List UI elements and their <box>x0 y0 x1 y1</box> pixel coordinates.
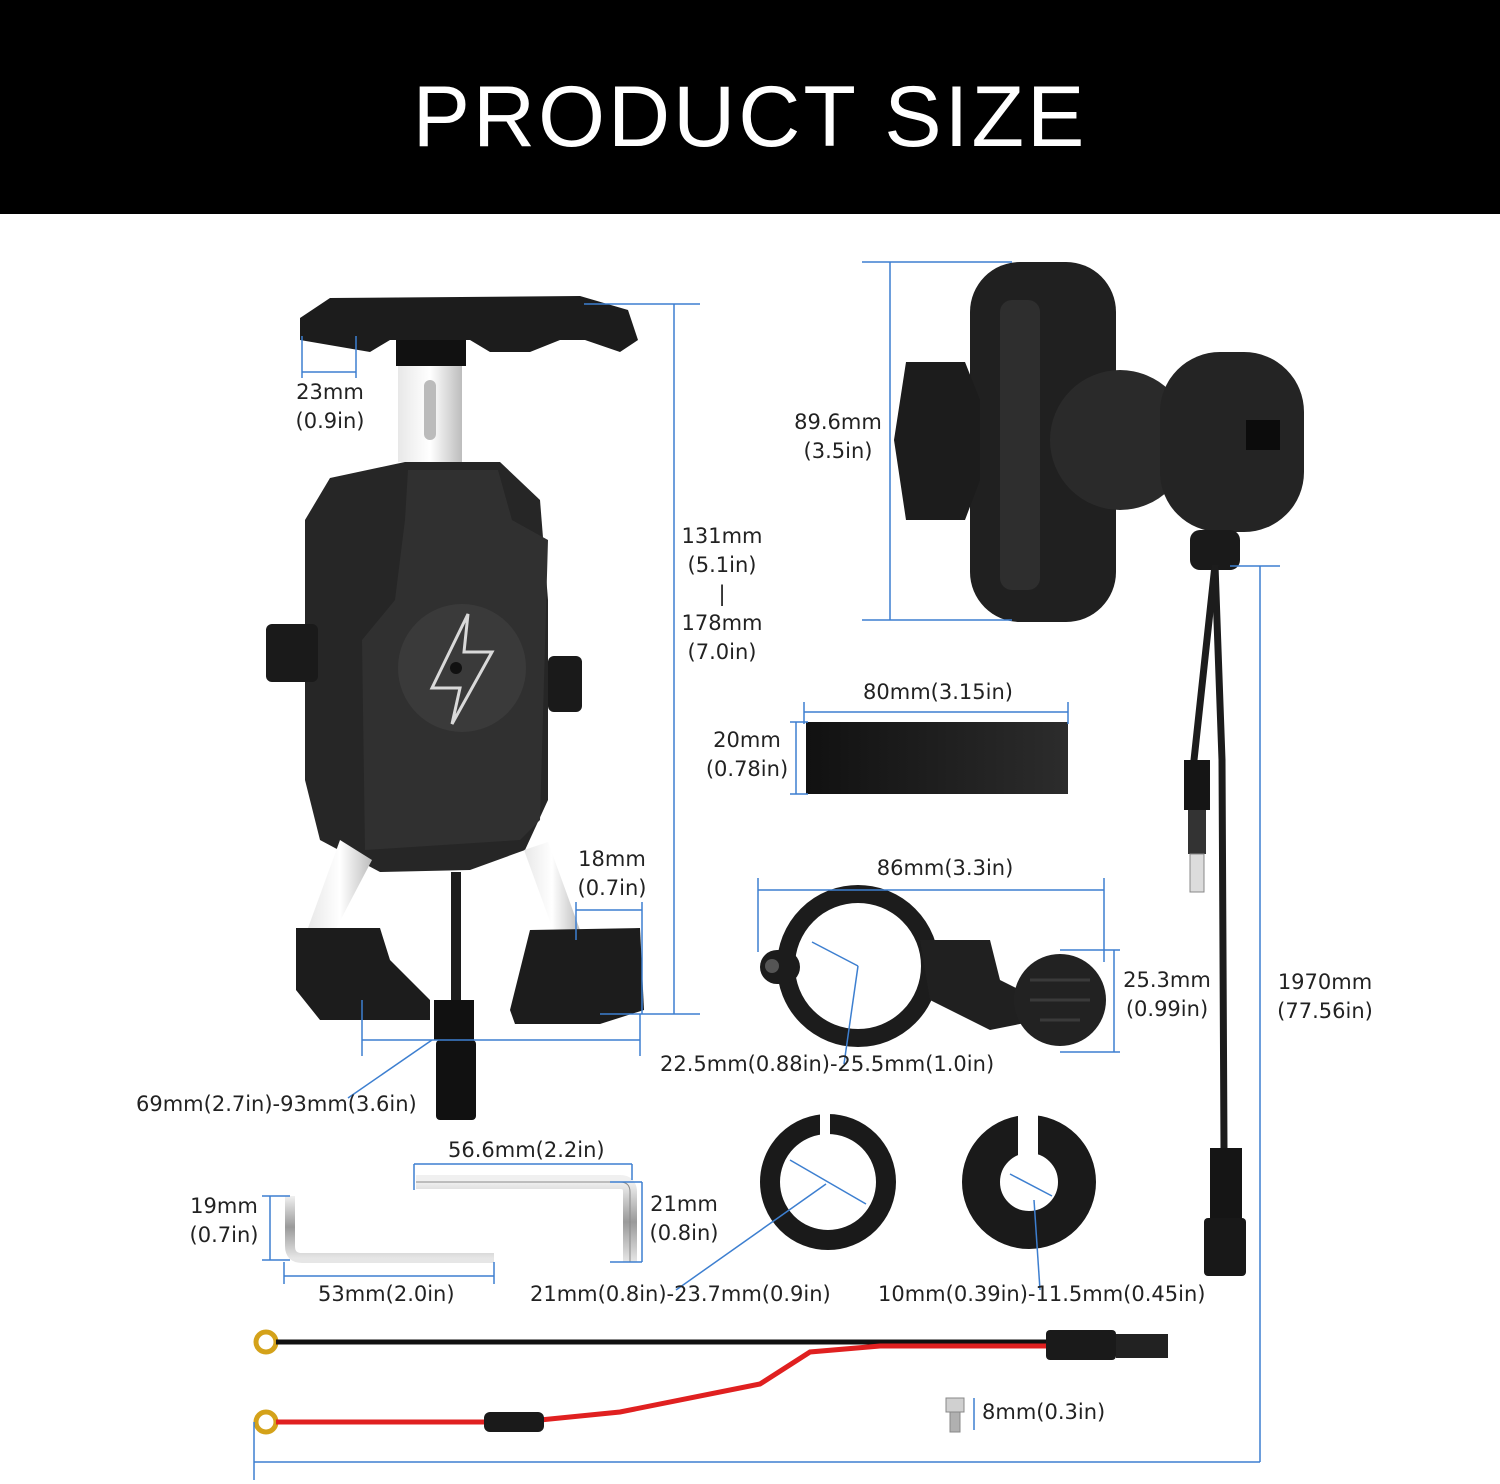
hex-key-small <box>285 1196 494 1263</box>
large-key-height-label: 21mm(0.8in) <box>649 1192 719 1245</box>
rubber-ring-large <box>760 1110 896 1250</box>
hex-key-large <box>416 1175 637 1262</box>
screw-label: 8mm(0.3in) <box>982 1400 1106 1424</box>
ball-diameter-label: 25.3mm(0.99in) <box>1123 968 1211 1021</box>
dimension-lines <box>253 261 1280 1480</box>
page-title: PRODUCT SIZE <box>412 69 1088 165</box>
power-cable <box>253 1329 1168 1435</box>
cable-length-label: 1970mm(77.56in) <box>1277 970 1373 1023</box>
ball-mount <box>894 262 1304 1276</box>
header-banner: PRODUCT SIZE <box>0 0 1500 214</box>
small-key-height-label: 19mm(0.7in) <box>189 1194 259 1247</box>
pad-length-label: 80mm(3.15in) <box>863 680 1013 704</box>
ring-large-label: 21mm(0.8in)-23.7mm(0.9in) <box>530 1282 831 1306</box>
large-key-length-label: 56.6mm(2.2in) <box>448 1138 605 1162</box>
clamp-range-label: 22.5mm(0.88in)-25.5mm(1.0in) <box>660 1052 995 1076</box>
clamp-length-label: 86mm(3.3in) <box>876 856 1014 880</box>
holder-width-label: 69mm(2.7in)-93mm(3.6in) <box>136 1092 417 1116</box>
pad-height-label: 20mm(0.78in) <box>705 728 789 781</box>
handlebar-clamp <box>760 885 1106 1047</box>
rubber-pad <box>806 722 1068 794</box>
ball-mount-height-label: 89.6mm(3.5in) <box>794 410 882 463</box>
ring-small-label: 10mm(0.39in)-11.5mm(0.45in) <box>878 1282 1206 1306</box>
arm-width-label: 18mm(0.7in) <box>577 847 647 900</box>
holder-height-label: 131mm(5.1in) | 178mm(7.0in) <box>681 524 763 664</box>
grip-width-label: 23mm(0.9in) <box>295 380 365 433</box>
small-key-length-label: 53mm(2.0in) <box>318 1282 455 1306</box>
phone-holder <box>266 296 644 1120</box>
rubber-ring-small <box>962 1110 1096 1249</box>
